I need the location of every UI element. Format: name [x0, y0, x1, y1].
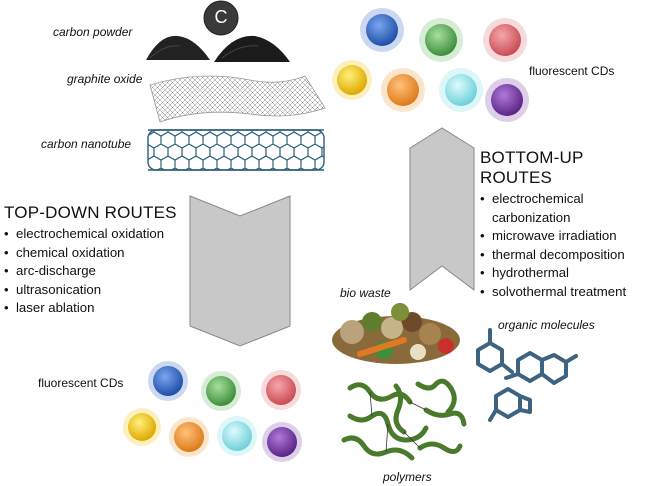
cd-dot: [491, 84, 523, 116]
bio-waste-icon: [332, 303, 460, 364]
carbon-powder-icon: [146, 35, 290, 62]
bio-waste-label: bio waste: [340, 286, 391, 300]
cd-dot: [266, 375, 296, 405]
carbon-symbol-label: C: [214, 7, 228, 27]
cd-dot: [128, 413, 156, 441]
list-item: arc-discharge: [4, 262, 177, 281]
carbon-nanotube-icon: [147, 129, 325, 171]
cd-dot: [489, 24, 521, 56]
list-item: chemical oxidation: [4, 244, 177, 263]
graphite-oxide-label: graphite oxide: [67, 72, 143, 86]
fluorescent-cds-top-label: fluorescent CDs: [529, 64, 615, 78]
bottom-up-arrow: [409, 127, 475, 291]
list-item: carbonization: [492, 209, 571, 225]
list-item: ultrasonication: [4, 281, 177, 300]
bottom-up-list: electrochemical carbonization microwave …: [480, 190, 649, 301]
bottom-up-section: BOTTOM-UP ROUTES electrochemical carboni…: [480, 148, 649, 301]
fluorescent-cds-bottom-group: [123, 361, 302, 462]
organic-molecules-icon: [476, 328, 578, 422]
polymers-label: polymers: [383, 470, 432, 484]
cd-dot: [222, 421, 252, 451]
cd-dot: [153, 366, 183, 396]
list-item: laser ablation: [4, 299, 177, 318]
carbon-symbol-icon: [203, 0, 239, 36]
fluorescent-cds-bottom-label: fluorescent CDs: [38, 376, 124, 390]
fluorescent-cds-top-group: [332, 8, 529, 122]
cd-dot: [445, 74, 477, 106]
list-item: hydrothermal: [480, 264, 649, 283]
polymers-icon: [341, 378, 467, 461]
cd-dot: [206, 376, 236, 406]
cd-dot: [425, 24, 457, 56]
list-item: solvothermal treatment: [480, 283, 649, 302]
graphite-oxide-sheet-icon: [149, 75, 326, 123]
top-down-list: electrochemical oxidation chemical oxida…: [4, 225, 177, 318]
cd-dot: [337, 65, 367, 95]
list-item: electrochemical: [480, 190, 649, 209]
cd-dot: [366, 14, 398, 46]
top-down-title: TOP-DOWN ROUTES: [4, 203, 177, 222]
organic-molecules-label: organic molecules: [498, 318, 595, 332]
cd-dot: [267, 427, 297, 457]
polymer-crosslinks: [369, 391, 427, 453]
carbon-powder-label: carbon powder: [53, 25, 133, 39]
bottom-up-title: BOTTOM-UP ROUTES: [480, 148, 584, 187]
cd-dot: [174, 422, 204, 452]
top-down-arrow: [189, 195, 291, 347]
list-item: microwave irradiation: [480, 227, 649, 246]
top-down-section: TOP-DOWN ROUTES electrochemical oxidatio…: [4, 203, 177, 318]
list-item: electrochemical oxidation: [4, 225, 177, 244]
carbon-nanotube-label: carbon nanotube: [41, 137, 132, 151]
cd-dot: [387, 74, 419, 106]
list-item: thermal decomposition: [480, 246, 649, 265]
